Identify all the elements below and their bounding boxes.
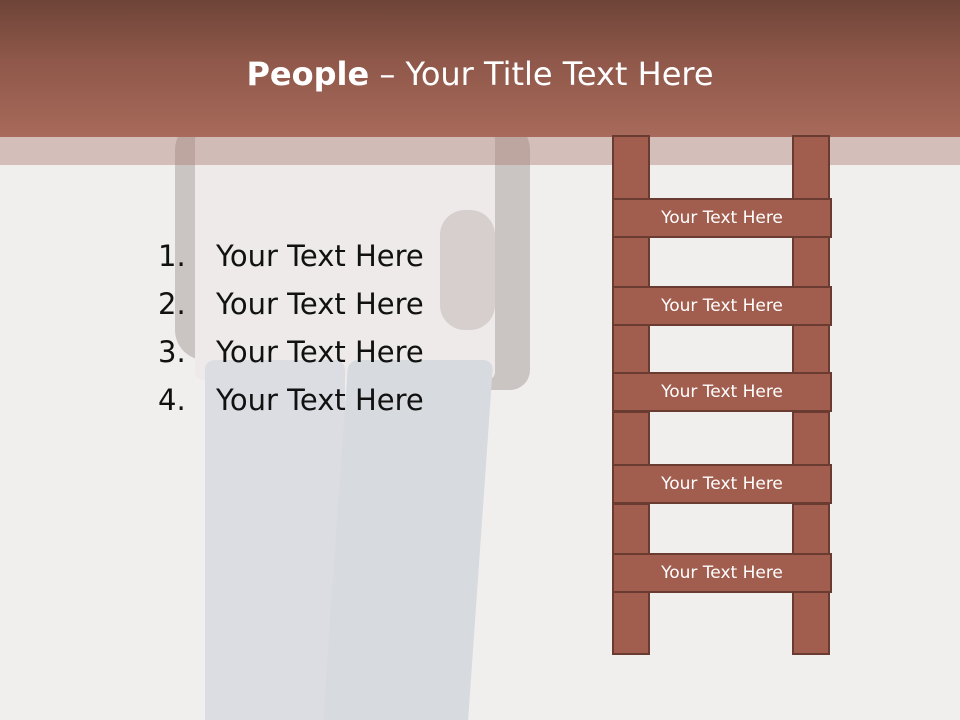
list-item-number: 2. [158, 287, 186, 321]
rail-segment-line [792, 503, 830, 505]
slide-title[interactable]: People – Your Title Text Here [0, 52, 960, 96]
list-item-text: Your Text Here [216, 239, 424, 273]
rail-segment-line [612, 411, 650, 413]
rail-segment-line [612, 503, 650, 505]
list-item-number: 1. [158, 239, 186, 273]
ladder-rung-5[interactable]: Your Text Here [612, 553, 832, 593]
slide-title-bold: People [246, 55, 370, 93]
ladder-diagram: Your Text Here Your Text Here Your Text … [610, 135, 834, 659]
slide-title-rest: – Your Title Text Here [369, 55, 714, 93]
ladder-rung-2[interactable]: Your Text Here [612, 286, 832, 326]
list-item-text: Your Text Here [216, 335, 424, 369]
list-item-text: Your Text Here [216, 383, 424, 417]
numbered-list[interactable]: 1. Your Text Here 2. Your Text Here 3. Your… [158, 232, 424, 424]
list-item-number: 3. [158, 335, 186, 369]
list-item-text: Your Text Here [216, 287, 424, 321]
rail-segment-line [792, 411, 830, 413]
list-item: 4. Your Text Here [158, 376, 424, 424]
hand-shape [440, 210, 495, 330]
list-item: 2. Your Text Here [158, 280, 424, 328]
ladder-rung-1[interactable]: Your Text Here [612, 198, 832, 238]
ladder-rung-3[interactable]: Your Text Here [612, 372, 832, 412]
ladder-rung-4[interactable]: Your Text Here [612, 464, 832, 504]
list-item: 3. Your Text Here [158, 328, 424, 376]
list-item-number: 4. [158, 383, 186, 417]
title-banner [0, 0, 960, 137]
list-item: 1. Your Text Here [158, 232, 424, 280]
